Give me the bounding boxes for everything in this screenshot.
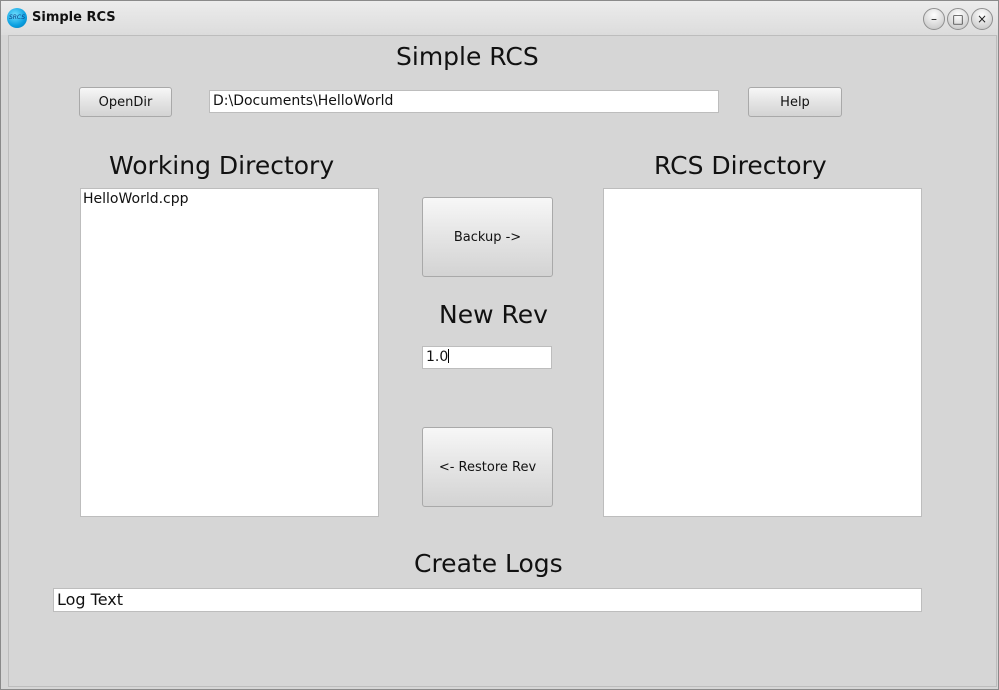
page-title: Simple RCS (396, 42, 539, 71)
create-logs-heading: Create Logs (414, 549, 563, 578)
main-panel: Simple RCS OpenDir D:\Documents\HelloWor… (8, 35, 997, 687)
directory-path-input[interactable]: D:\Documents\HelloWorld (209, 90, 719, 113)
backup-button[interactable]: Backup -> (422, 197, 553, 277)
window-title: Simple RCS (32, 10, 116, 25)
new-rev-value: 1.0 (426, 349, 449, 365)
opendir-button[interactable]: OpenDir (79, 87, 172, 117)
new-rev-input[interactable]: 1.0 (422, 346, 552, 369)
title-bar[interactable]: SRCS Simple RCS – □ × (1, 1, 998, 35)
rcs-directory-list[interactable] (603, 188, 922, 517)
working-directory-list[interactable]: HelloWorld.cpp (80, 188, 379, 517)
close-icon[interactable]: × (971, 8, 993, 30)
minimize-icon[interactable]: – (923, 8, 945, 30)
app-logo-icon: SRCS (7, 8, 27, 28)
new-rev-heading: New Rev (439, 300, 548, 329)
list-item[interactable]: HelloWorld.cpp (83, 191, 189, 207)
restore-rev-button[interactable]: <- Restore Rev (422, 427, 553, 507)
help-button[interactable]: Help (748, 87, 842, 117)
log-text-input[interactable]: Log Text (53, 588, 922, 612)
text-cursor (448, 349, 450, 363)
working-directory-heading: Working Directory (109, 151, 335, 180)
rcs-directory-heading: RCS Directory (654, 151, 827, 180)
maximize-icon[interactable]: □ (947, 8, 969, 30)
